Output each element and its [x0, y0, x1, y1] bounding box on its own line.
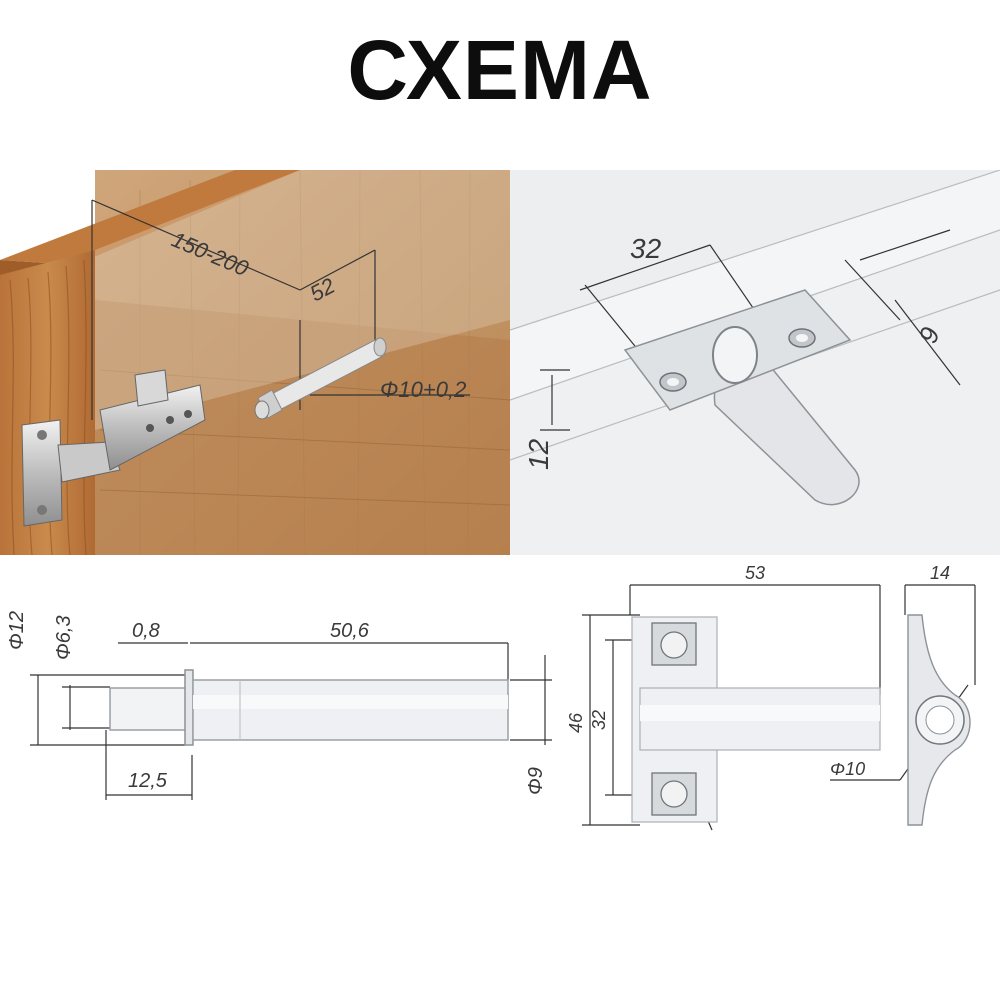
dim-inner-label: Φ6,3	[53, 615, 75, 660]
dim-edge-label: 12	[523, 438, 554, 470]
mounting-plate	[623, 289, 860, 506]
mounting-perspective: 32 9 12	[510, 170, 1000, 555]
installation-illustration: 150-200 52 Φ10+0,2	[0, 170, 510, 555]
damper-side-view: Φ12 Φ6,3 0,8 50,6 12,5 Φ9	[6, 611, 552, 800]
damper-installed	[254, 337, 387, 420]
dim-length-label: 53	[745, 563, 765, 583]
dim-hole-label: Φ10+0,2	[380, 377, 466, 402]
dim-tip-label: 12,5	[128, 770, 168, 792]
dim-outer-label: Φ12	[6, 611, 28, 650]
dim-spacing-label: 32	[630, 233, 662, 264]
dim-body-label: 50,6	[330, 620, 370, 642]
plate-front-view: 53 46 32	[566, 563, 881, 831]
technical-drawings: Φ12 Φ6,3 0,8 50,6 12,5 Φ9 53 46 32	[0, 555, 1000, 875]
hinge	[21, 369, 206, 527]
dim-height-label: 46	[566, 712, 586, 733]
dim-bore-label: Φ10	[830, 759, 865, 779]
plate-end-view: 14 Φ10	[830, 563, 976, 826]
dim-plate-spacing-label: 32	[589, 710, 609, 730]
dim-tail-label: Φ9	[525, 767, 547, 795]
page-title: СХЕМА	[347, 23, 653, 117]
dim-width-label: 14	[930, 563, 950, 583]
dim-flange-label: 0,8	[132, 620, 160, 642]
